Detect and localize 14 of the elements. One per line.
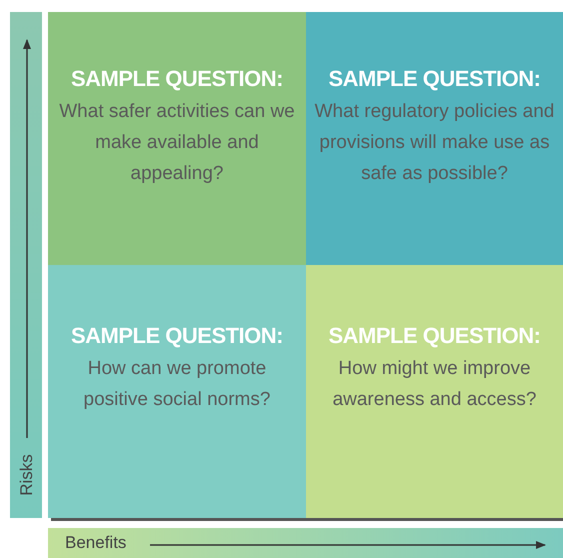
quadrant-box (306, 265, 563, 518)
quadrant-question: What safer activities can we make available and appealing? (58, 100, 296, 186)
axis-label: Risks (17, 454, 37, 496)
quadrant-box (48, 12, 306, 265)
quadrant-box (306, 12, 563, 265)
quadrant-question: What regulatory policies and provisions will make use as safe as possible? (314, 100, 555, 186)
quadrant-question: How can we promote positive social norms? (82, 356, 272, 412)
quadrant-heading: SAMPLE QUESTION: (70, 322, 283, 348)
quadrant-heading: SAMPLE QUESTION: (70, 66, 283, 92)
quadrant-heading: SAMPLE QUESTION: (328, 322, 540, 348)
quadrant-box (48, 265, 306, 518)
quadrant-question: How might we improve awareness and access? (332, 356, 538, 412)
quadrant-heading: SAMPLE QUESTION: (328, 66, 540, 92)
axis-label: Benefits (65, 533, 126, 553)
